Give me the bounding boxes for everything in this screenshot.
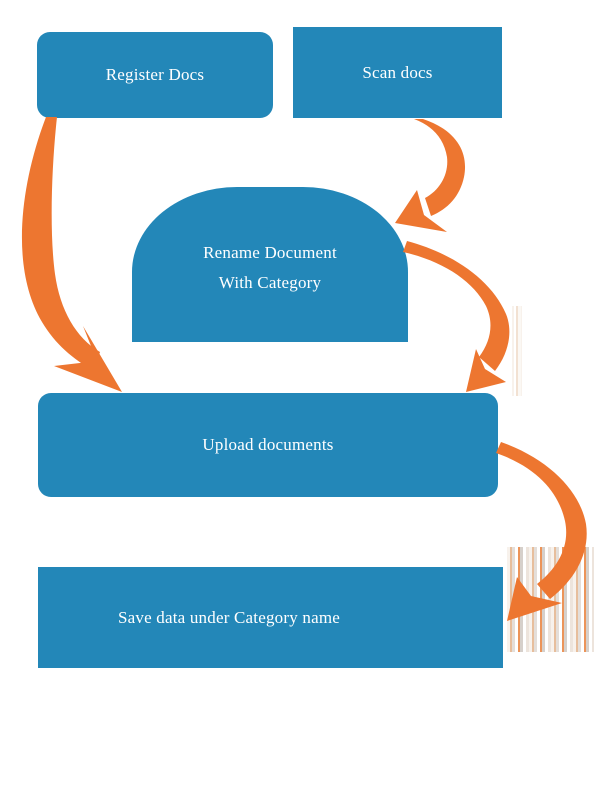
node-register-docs: Register Docs	[37, 32, 273, 118]
arrow-rename-to-upload	[403, 241, 510, 392]
node-scan-docs-label: Scan docs	[362, 62, 433, 82]
node-rename-document-label-line1: Rename Document	[203, 242, 337, 262]
node-upload-documents-label: Upload documents	[202, 435, 334, 454]
node-upload-documents: Upload documents	[38, 393, 498, 497]
arrowhead-icon	[395, 190, 447, 232]
node-rename-document-label-line2: With Category	[218, 272, 322, 292]
node-save-data-label: Save data under Category name	[118, 607, 340, 627]
arrowhead-icon	[466, 349, 506, 392]
node-scan-docs: Scan docs	[293, 27, 502, 118]
node-rename-document: Rename Document With Category	[132, 187, 408, 342]
texture-artifact-small	[512, 306, 522, 396]
texture-artifact-large	[507, 547, 594, 652]
arrow-scan-to-rename	[395, 119, 466, 232]
node-register-docs-label: Register Docs	[105, 65, 205, 84]
node-save-data: Save data under Category name	[38, 567, 503, 668]
arrow-register-to-upload	[21, 117, 122, 392]
arrowhead-icon	[54, 326, 122, 392]
